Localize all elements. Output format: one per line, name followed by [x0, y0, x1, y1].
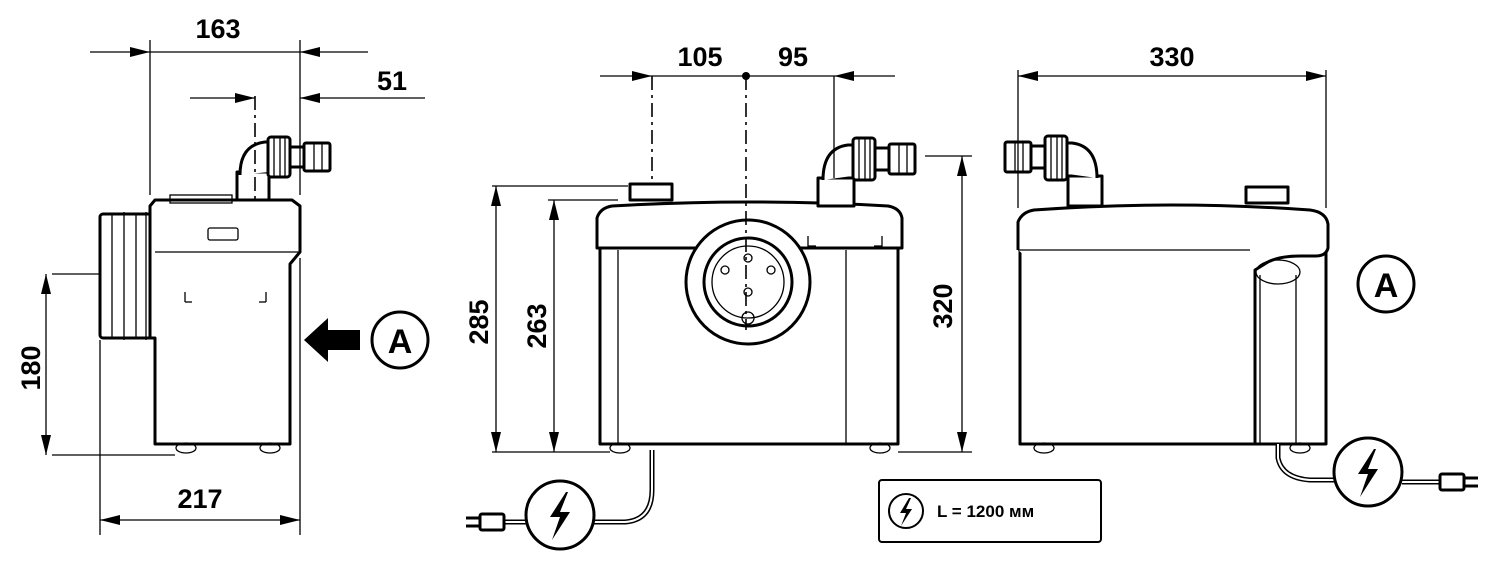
dim-rear-width: 330 — [1149, 42, 1194, 72]
dim-right-offset: 95 — [778, 42, 808, 72]
dim-height-outlet: 320 — [928, 283, 958, 328]
view-marker-a-rear — [1356, 254, 1416, 314]
svg-text:A: A — [1374, 267, 1399, 305]
cable-length-legend: L = 1200 мм — [878, 479, 1102, 543]
dim-inlet-height: 180 — [16, 345, 46, 390]
view-direction-arrow — [304, 318, 360, 362]
dim-left-offset: 105 — [677, 42, 722, 72]
dim-outlet-offset: 51 — [377, 66, 407, 96]
dim-height-lid: 285 — [464, 299, 494, 344]
dim-depth: 217 — [177, 484, 222, 514]
view-marker-a-side — [370, 310, 430, 370]
front-view: 105 95 285 263 320 — [464, 42, 972, 551]
rear-view: 330 A — [1003, 42, 1478, 508]
inlet-bellows — [98, 212, 157, 340]
svg-text:A: A — [388, 323, 413, 361]
legend-cable-length: L = 1200 мм — [937, 502, 1034, 521]
side-view: 163 51 180 217 A — [16, 14, 430, 535]
dim-height-body: 263 — [522, 303, 552, 348]
dim-width-top: 163 — [195, 14, 240, 44]
electric-plug-icon — [466, 512, 506, 532]
rear-electric-plug-icon — [1438, 472, 1478, 492]
side-tank-body — [148, 198, 302, 446]
